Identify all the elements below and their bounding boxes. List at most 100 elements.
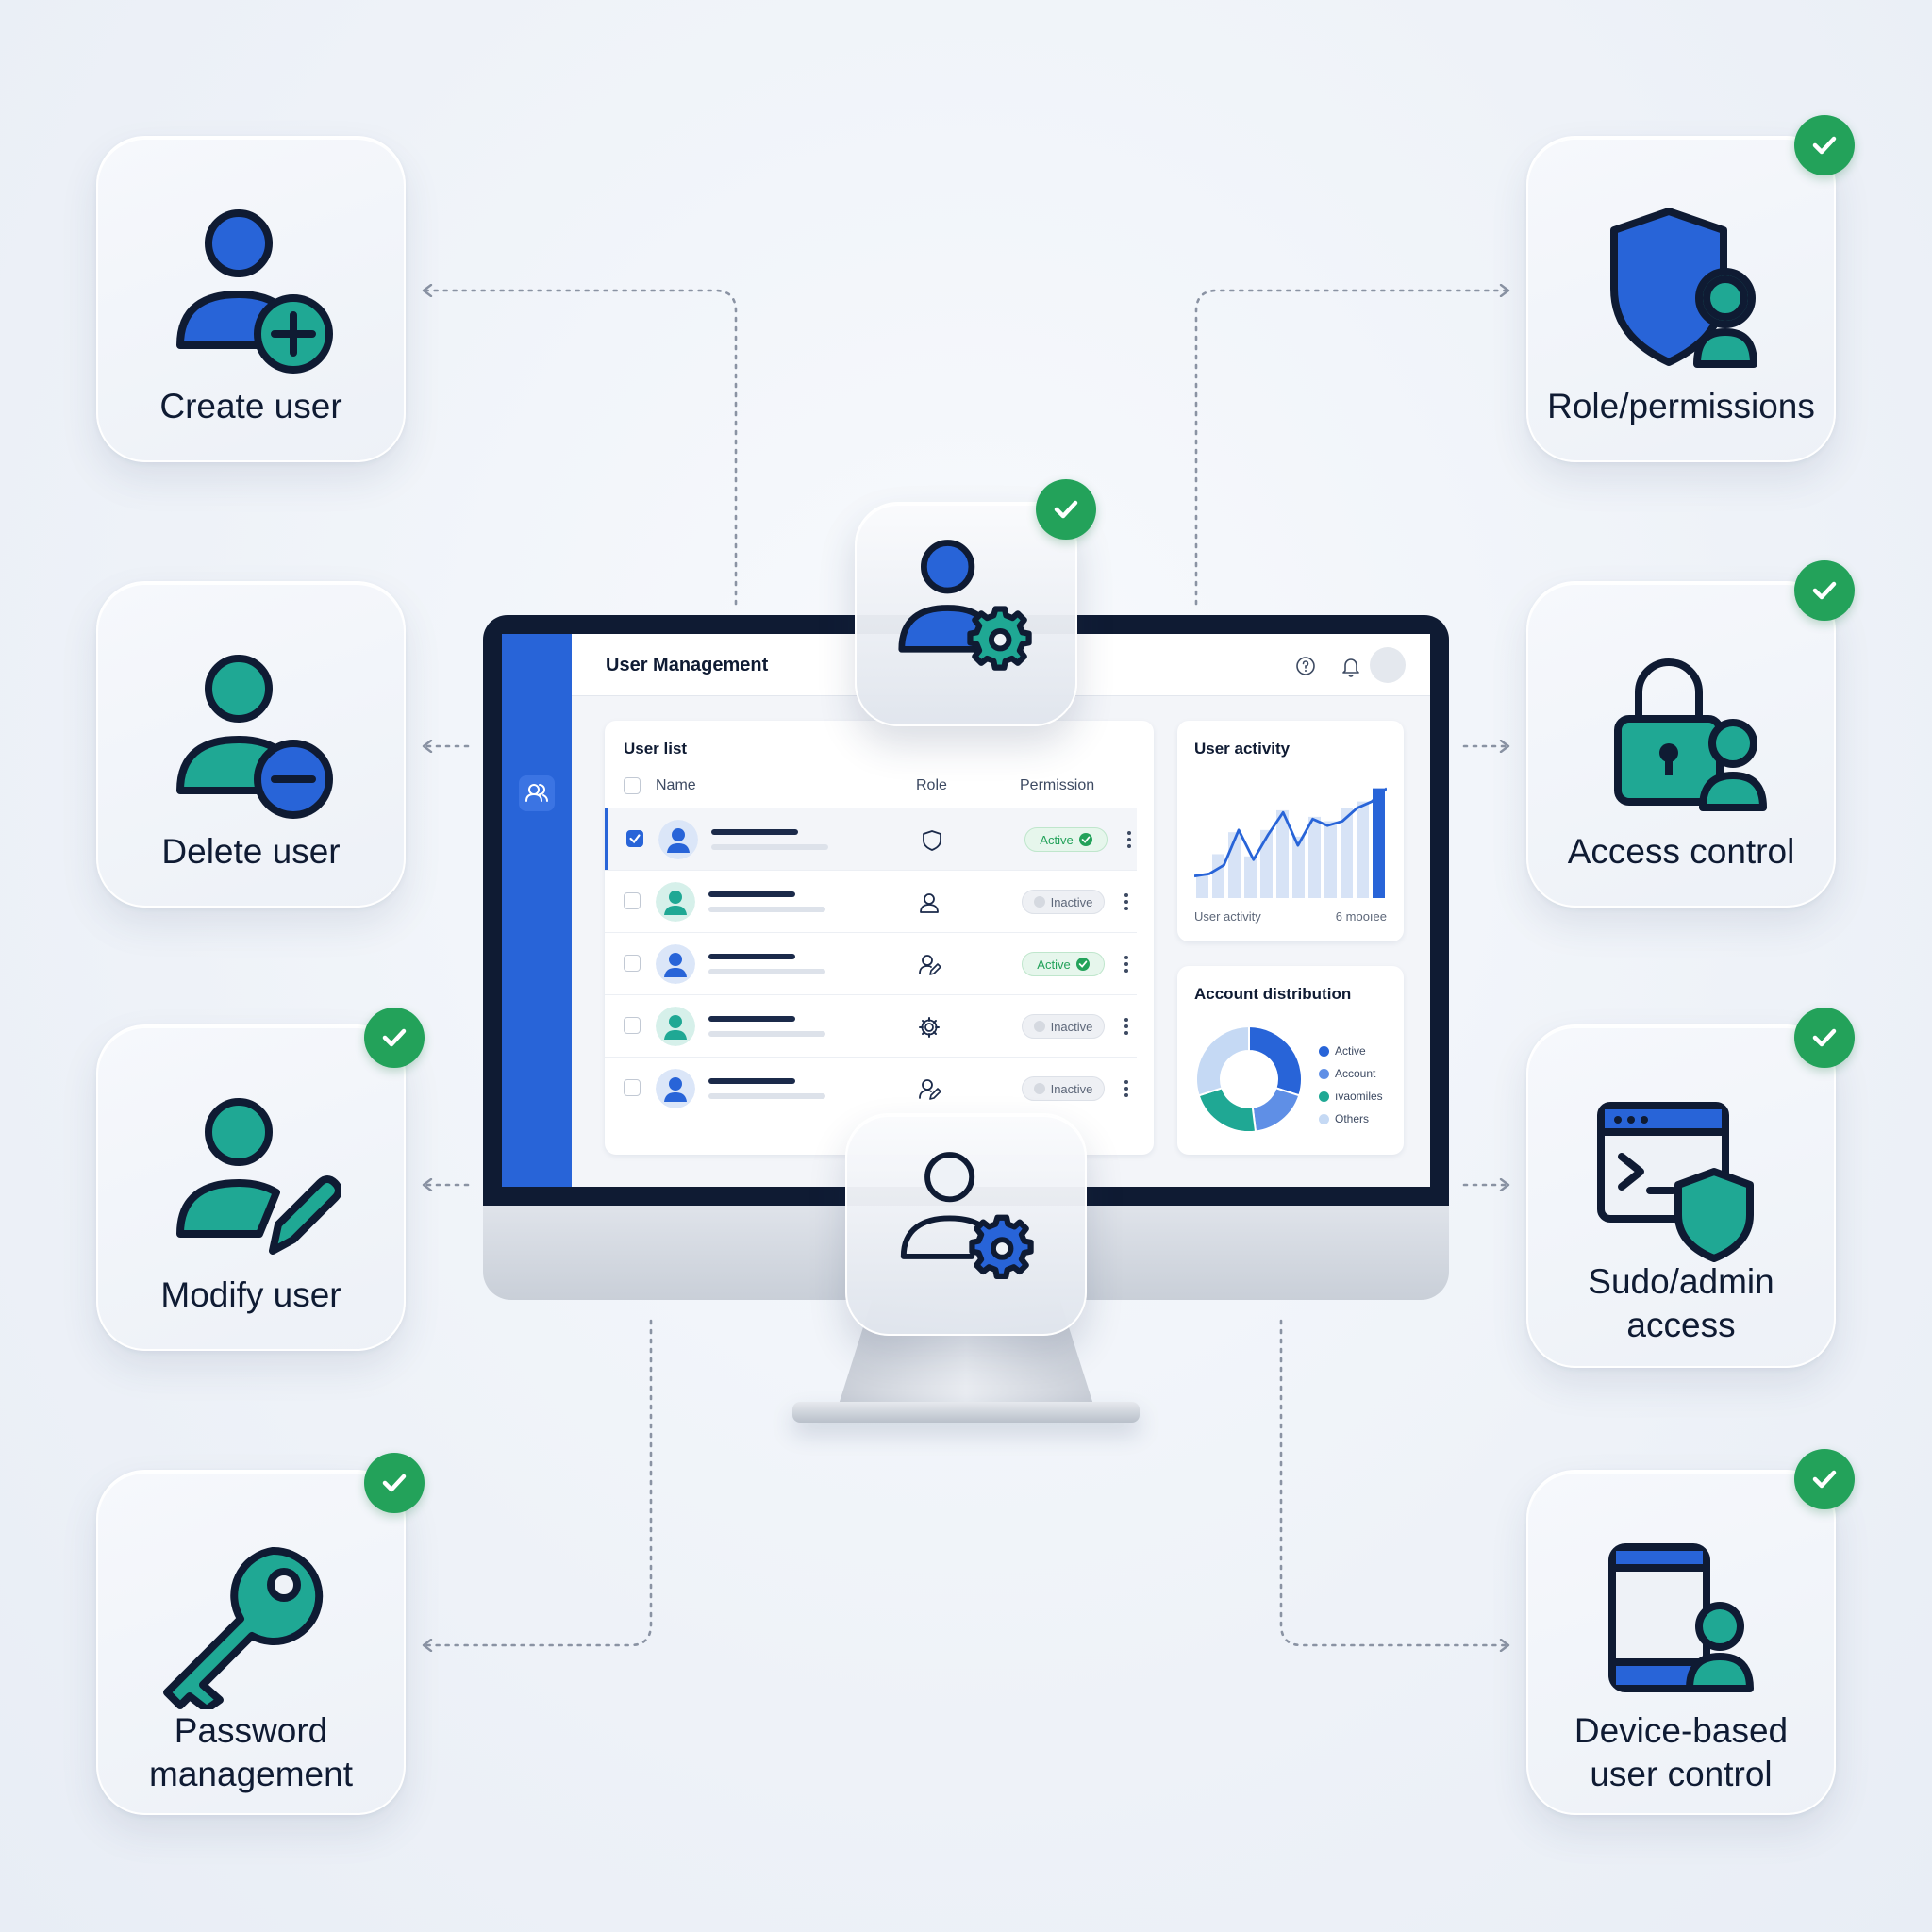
sidebar-item-users[interactable] <box>519 775 555 811</box>
row-checkbox[interactable] <box>626 830 643 847</box>
activity-title: User activity <box>1194 740 1291 758</box>
user-name-placeholder <box>708 891 795 897</box>
check-badge-icon <box>1036 479 1096 540</box>
distribution-donut-chart <box>1195 1024 1303 1133</box>
donut-slice <box>1197 1087 1257 1133</box>
users-icon <box>525 784 548 802</box>
user-email-placeholder <box>708 907 825 912</box>
more-options-icon[interactable] <box>1124 890 1129 914</box>
device-control-card[interactable]: Device-based user control <box>1526 1449 1855 1815</box>
more-options-icon[interactable] <box>1124 1014 1129 1039</box>
select-all-checkbox[interactable] <box>624 777 641 794</box>
table-row[interactable]: Inactive <box>605 994 1137 1057</box>
donut-slice <box>1248 1024 1303 1097</box>
table-row[interactable]: Inactive <box>605 1057 1137 1119</box>
key-icon <box>163 1546 324 1709</box>
table-row[interactable]: Inactive <box>605 870 1137 932</box>
user-settings-tile-top[interactable] <box>855 479 1096 726</box>
help-icon[interactable] <box>1294 655 1317 677</box>
user-email-placeholder <box>708 969 825 974</box>
check-circle-icon <box>1078 833 1092 846</box>
row-checkbox[interactable] <box>624 892 641 909</box>
user-gear-icon <box>898 540 1032 671</box>
column-header-role[interactable]: Role <box>916 777 947 793</box>
user-settings-tile-bottom[interactable] <box>845 1113 1087 1336</box>
role-permissions-label: Role/permissions <box>1547 387 1815 425</box>
terminal-shield-icon <box>1597 1102 1754 1262</box>
row-checkbox[interactable] <box>624 1079 641 1096</box>
create-user-card[interactable]: Create user <box>96 136 406 462</box>
status-badge: Inactive <box>1022 890 1105 914</box>
column-header-permission[interactable]: Permission <box>1020 777 1095 793</box>
row-checkbox[interactable] <box>624 955 641 972</box>
user-email-placeholder <box>708 1093 825 1099</box>
table-row[interactable]: Active <box>605 932 1137 994</box>
user-email-placeholder <box>711 844 828 850</box>
activity-chart <box>1194 787 1387 898</box>
connector-role-permissions <box>1194 291 1506 606</box>
check-badge-icon <box>1794 1449 1855 1509</box>
user-edit-icon <box>176 1098 341 1255</box>
donut-slice <box>1195 1024 1250 1097</box>
check-badge-icon <box>1794 1008 1855 1068</box>
table-row[interactable]: Active <box>605 808 1137 870</box>
connector-device <box>1279 1319 1506 1645</box>
status-badge: Inactive <box>1022 1014 1105 1039</box>
user-avatar-icon <box>656 944 695 984</box>
sudo-admin-card[interactable]: Sudo/admin access <box>1526 1008 1855 1368</box>
activity-period-label[interactable]: 6 mooıee <box>1335 909 1387 924</box>
monitor-stand-base <box>792 1402 1140 1423</box>
column-header-name[interactable]: Name <box>656 777 696 793</box>
activity-bar <box>1357 801 1369 898</box>
activity-bar <box>1276 809 1289 898</box>
modify-user-card[interactable]: Modify user <box>96 1008 425 1351</box>
row-checkbox[interactable] <box>624 1017 641 1034</box>
legend-item: Active <box>1319 1040 1383 1062</box>
role-permissions-card[interactable]: Role/permissions <box>1526 115 1855 462</box>
donut-slice <box>1251 1087 1301 1133</box>
user-icon <box>920 893 939 913</box>
activity-bar <box>1373 788 1385 898</box>
sudo-admin-label-line-1: Sudo/admin <box>1588 1262 1774 1301</box>
user-list-title: User list <box>624 740 688 758</box>
user-add-icon <box>176 209 333 374</box>
user-avatar-icon <box>656 1069 695 1108</box>
more-options-icon[interactable] <box>1124 952 1129 976</box>
shield-user-icon <box>1610 208 1757 368</box>
access-control-card[interactable]: Access control <box>1526 560 1855 908</box>
activity-bar <box>1308 816 1321 898</box>
password-label-line-2: management <box>149 1755 353 1793</box>
lock-user-icon <box>1614 658 1767 811</box>
user-edit-icon <box>919 955 941 975</box>
more-options-icon[interactable] <box>1126 827 1132 852</box>
check-circle-icon <box>1075 958 1090 971</box>
bell-icon[interactable] <box>1340 655 1362 677</box>
legend-item: Account <box>1319 1062 1383 1085</box>
user-avatar-icon <box>656 1007 695 1046</box>
activity-bar <box>1260 829 1273 898</box>
password-label-line-1: Password <box>174 1711 328 1750</box>
activity-bar <box>1341 808 1353 898</box>
activity-bar <box>1196 874 1208 898</box>
user-name-placeholder <box>711 829 798 835</box>
user-avatar-icon <box>656 882 695 922</box>
legend-swatch <box>1319 1091 1329 1102</box>
check-badge-icon <box>1794 560 1855 621</box>
access-control-label: Access control <box>1567 832 1795 871</box>
legend-swatch <box>1319 1045 1329 1057</box>
activity-footer-label: User activity <box>1194 909 1261 924</box>
gear-icon <box>919 1017 940 1038</box>
activity-bar <box>1292 836 1305 898</box>
delete-user-card[interactable]: Delete user <box>96 581 406 908</box>
user-avatar[interactable] <box>1370 647 1406 683</box>
app-title: User Management <box>606 655 769 675</box>
distribution-title: Account distribution <box>1194 985 1352 1003</box>
delete-user-label: Delete user <box>161 832 341 871</box>
status-badge: Active <box>1024 827 1108 852</box>
device-label-line-1: Device-based <box>1574 1711 1789 1750</box>
more-options-icon[interactable] <box>1124 1076 1129 1101</box>
password-management-card[interactable]: Password management <box>96 1453 425 1815</box>
